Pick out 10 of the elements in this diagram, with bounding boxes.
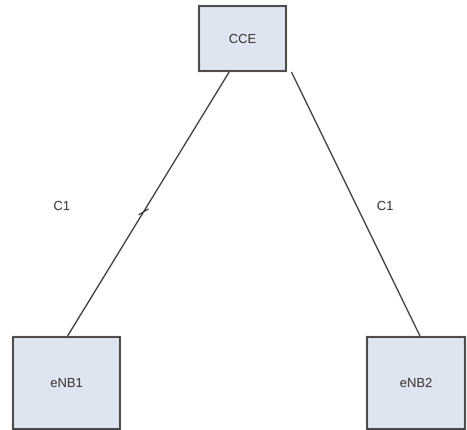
edge-label: C1 — [53, 197, 70, 215]
node-label: eNB2 — [400, 374, 432, 392]
edge-label: C1 — [376, 197, 394, 215]
process-box — [198, 5, 287, 72]
process-box — [366, 336, 466, 430]
node-label: eNB1 — [50, 374, 83, 392]
connector-line — [290, 72, 421, 336]
process-box — [12, 336, 121, 430]
node-label: CCE — [228, 30, 256, 48]
connector-line — [67, 72, 230, 336]
